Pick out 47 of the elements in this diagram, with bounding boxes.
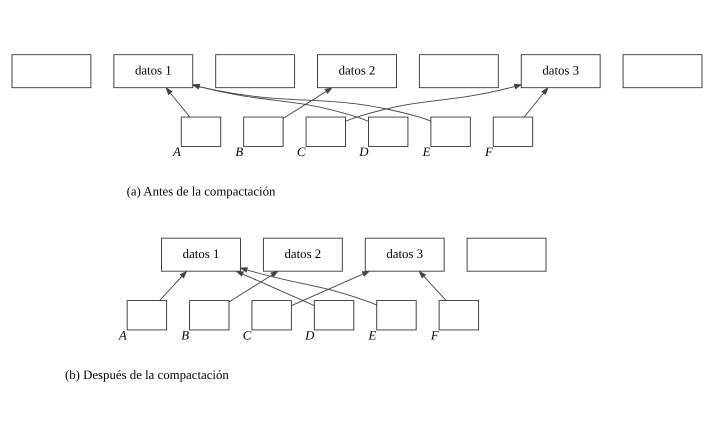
- node-box: datos 1: [161, 237, 241, 272]
- label: (b) Después de la compactación: [64, 368, 229, 382]
- node-label: D: [359, 144, 369, 158]
- arrow: [235, 270, 315, 306]
- label: (a) Antes de la compactación: [126, 184, 276, 198]
- node-box: [376, 300, 417, 330]
- node-label: B: [235, 144, 244, 158]
- arrow: [159, 270, 188, 300]
- arrow: [345, 83, 522, 122]
- node-label: A: [173, 144, 181, 158]
- node-box: [306, 116, 346, 146]
- node-box: datos 1: [113, 54, 194, 88]
- node-box: [314, 300, 354, 330]
- node-label: E: [368, 328, 376, 342]
- node-box: [418, 54, 499, 88]
- arrow: [524, 86, 549, 117]
- node-box: [438, 300, 480, 330]
- node-box: [430, 116, 471, 146]
- node-label: A: [118, 328, 127, 342]
- arrow: [228, 270, 279, 302]
- node-box: datos 3: [364, 237, 445, 272]
- arrow: [239, 266, 377, 305]
- node-box: datos 3: [520, 54, 601, 88]
- node-label: D: [305, 328, 314, 342]
- node-box: [12, 54, 92, 88]
- node-box: datos 2: [317, 54, 397, 88]
- node-box: [466, 237, 546, 272]
- node-box: [251, 300, 292, 330]
- node-box: [126, 300, 168, 330]
- arrow: [165, 86, 190, 117]
- arrow: [418, 270, 446, 300]
- arrow: [282, 86, 333, 118]
- node-box: [622, 54, 702, 88]
- node-box: [368, 116, 408, 146]
- node-label: B: [181, 328, 190, 342]
- node-box: datos 2: [262, 237, 343, 272]
- node-label: F: [485, 144, 493, 158]
- node-box: [180, 116, 222, 146]
- node-label: F: [430, 328, 439, 342]
- arrow: [291, 270, 370, 306]
- node-box: [492, 116, 534, 146]
- node-box: [189, 300, 230, 330]
- node-box: [243, 116, 284, 146]
- node-label: E: [422, 144, 430, 158]
- node-label: C: [242, 328, 252, 342]
- node-box: [215, 54, 296, 88]
- node-label: C: [296, 144, 306, 158]
